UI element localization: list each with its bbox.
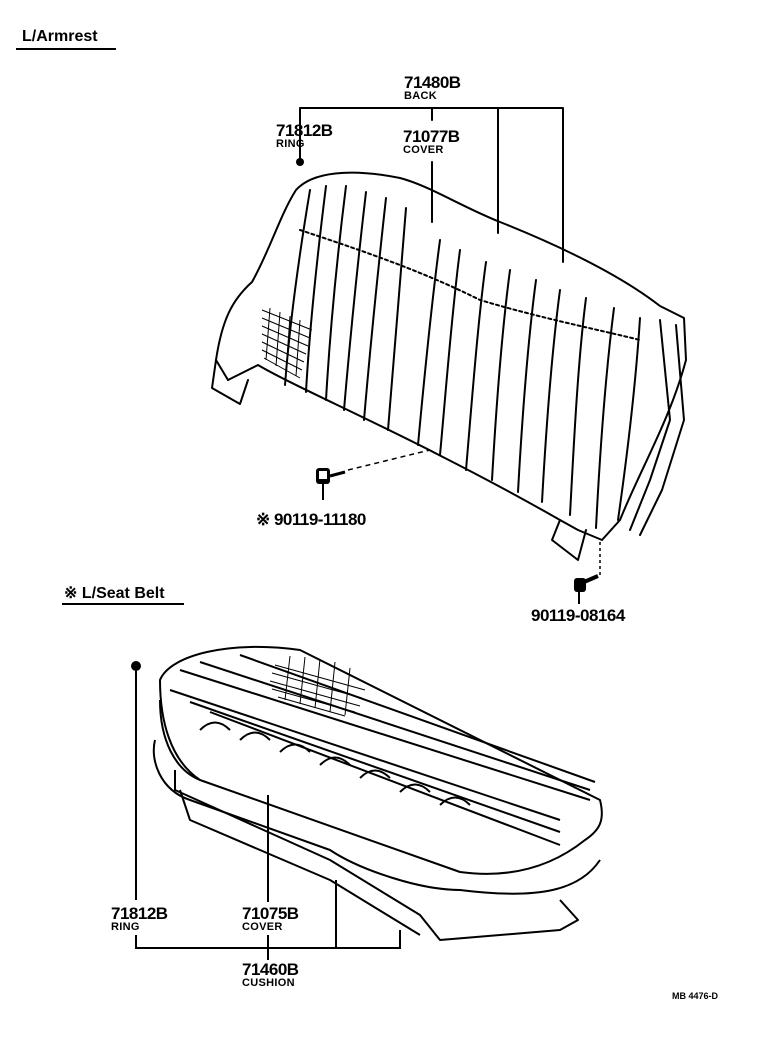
part-number: 71077B	[403, 127, 460, 146]
bolt-icon	[316, 449, 431, 500]
ring-icon	[131, 661, 141, 671]
section-underline	[16, 48, 116, 50]
section-heading-seat-belt: ※ L/Seat Belt	[64, 585, 165, 602]
section-underline	[62, 603, 184, 605]
part-label-back-cover: 71077B COVER	[403, 128, 460, 156]
section-heading-armrest: L/Armrest	[22, 28, 98, 45]
part-number: 71480B	[404, 73, 461, 92]
bolt-icon	[574, 540, 601, 604]
part-label-bolt-right: 90119-08164	[531, 606, 625, 625]
part-number: 71460B	[242, 960, 299, 979]
part-name: CUSHION	[242, 977, 295, 989]
part-label-bolt-left: ※ 90119-11180	[256, 510, 366, 529]
part-name: COVER	[242, 921, 283, 933]
part-name: COVER	[403, 144, 444, 156]
part-number: 71812B	[111, 904, 168, 923]
part-label-cushion-cover: 71075B COVER	[242, 905, 299, 933]
part-label-back-ring: 71812B RING	[276, 122, 333, 150]
part-label-cushion: 71460B CUSHION	[242, 961, 299, 989]
part-name: RING	[276, 138, 305, 150]
ring-icon	[296, 158, 304, 166]
part-number: 71075B	[242, 904, 299, 923]
diagram-code: MB 4476-D	[672, 991, 719, 1001]
part-label-cushion-ring: 71812B RING	[111, 905, 168, 933]
part-number: 71812B	[276, 121, 333, 140]
part-label-back: 71480B BACK	[404, 74, 461, 102]
part-name: BACK	[404, 90, 437, 102]
part-name: RING	[111, 921, 140, 933]
